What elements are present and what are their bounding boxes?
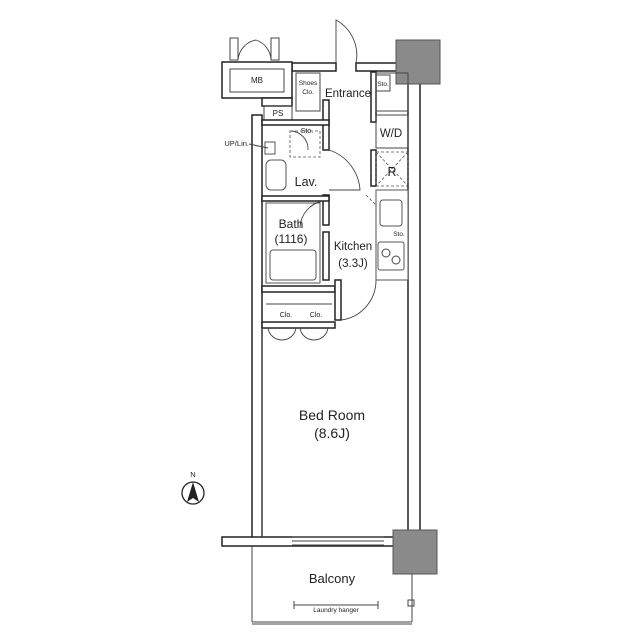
balcony-window	[292, 536, 384, 546]
balcony-area	[251, 546, 415, 625]
pillar-bottom-right	[392, 529, 438, 575]
refrigerator-label: R	[387, 165, 396, 179]
mb-doors	[229, 37, 280, 61]
bed-room-label: Bed Room	[299, 407, 365, 423]
pillar-top-right	[395, 39, 441, 85]
bath-label: Bath	[279, 217, 304, 231]
balcony-label: Balcony	[309, 571, 356, 586]
kitchen-fixtures	[365, 151, 409, 271]
kitchen-size-label: (3.3J)	[338, 258, 368, 270]
clo-doors	[266, 303, 332, 341]
bath-size-label: (1116)	[275, 232, 308, 246]
clo-2-label: Clo.	[310, 312, 323, 319]
mb-label: MB	[251, 76, 263, 85]
lav-door	[328, 149, 361, 191]
shoes-label: Shoes	[299, 80, 318, 87]
kitchen-label: Kitchen	[334, 241, 372, 253]
kitchen-door	[340, 279, 377, 321]
bed-room-size-label: (8.6J)	[314, 425, 350, 441]
top-wall-left	[291, 62, 337, 72]
wd-label: W/D	[380, 128, 402, 140]
bath-fixtures	[265, 200, 324, 284]
north-arrow-icon	[181, 481, 205, 505]
laundry-hanger-label: Laundry hanger	[313, 607, 359, 614]
north-label: N	[190, 470, 195, 479]
ps-label: PS	[273, 109, 284, 118]
entrance-door	[335, 19, 358, 64]
ps-wall-top	[261, 97, 293, 107]
entrance-sto-small	[375, 74, 391, 92]
sto-entrance-label: Sto.	[377, 81, 389, 88]
left-wall	[251, 114, 263, 541]
up-lin-label: UP/Lin.	[224, 139, 249, 148]
right-wall	[407, 79, 421, 536]
clo-1-label: Clo.	[280, 312, 293, 319]
lav-label: Lav.	[295, 175, 318, 189]
sto-kitchen-label: Sto.	[393, 231, 405, 238]
up-lin-leader	[248, 143, 269, 149]
lav-fixtures	[264, 130, 321, 191]
shoes-clo-label: Clo.	[302, 89, 314, 96]
sto-lav-label: Sto.	[301, 128, 314, 135]
mb-inner	[229, 68, 285, 93]
entrance-label: Entrance	[325, 88, 371, 100]
